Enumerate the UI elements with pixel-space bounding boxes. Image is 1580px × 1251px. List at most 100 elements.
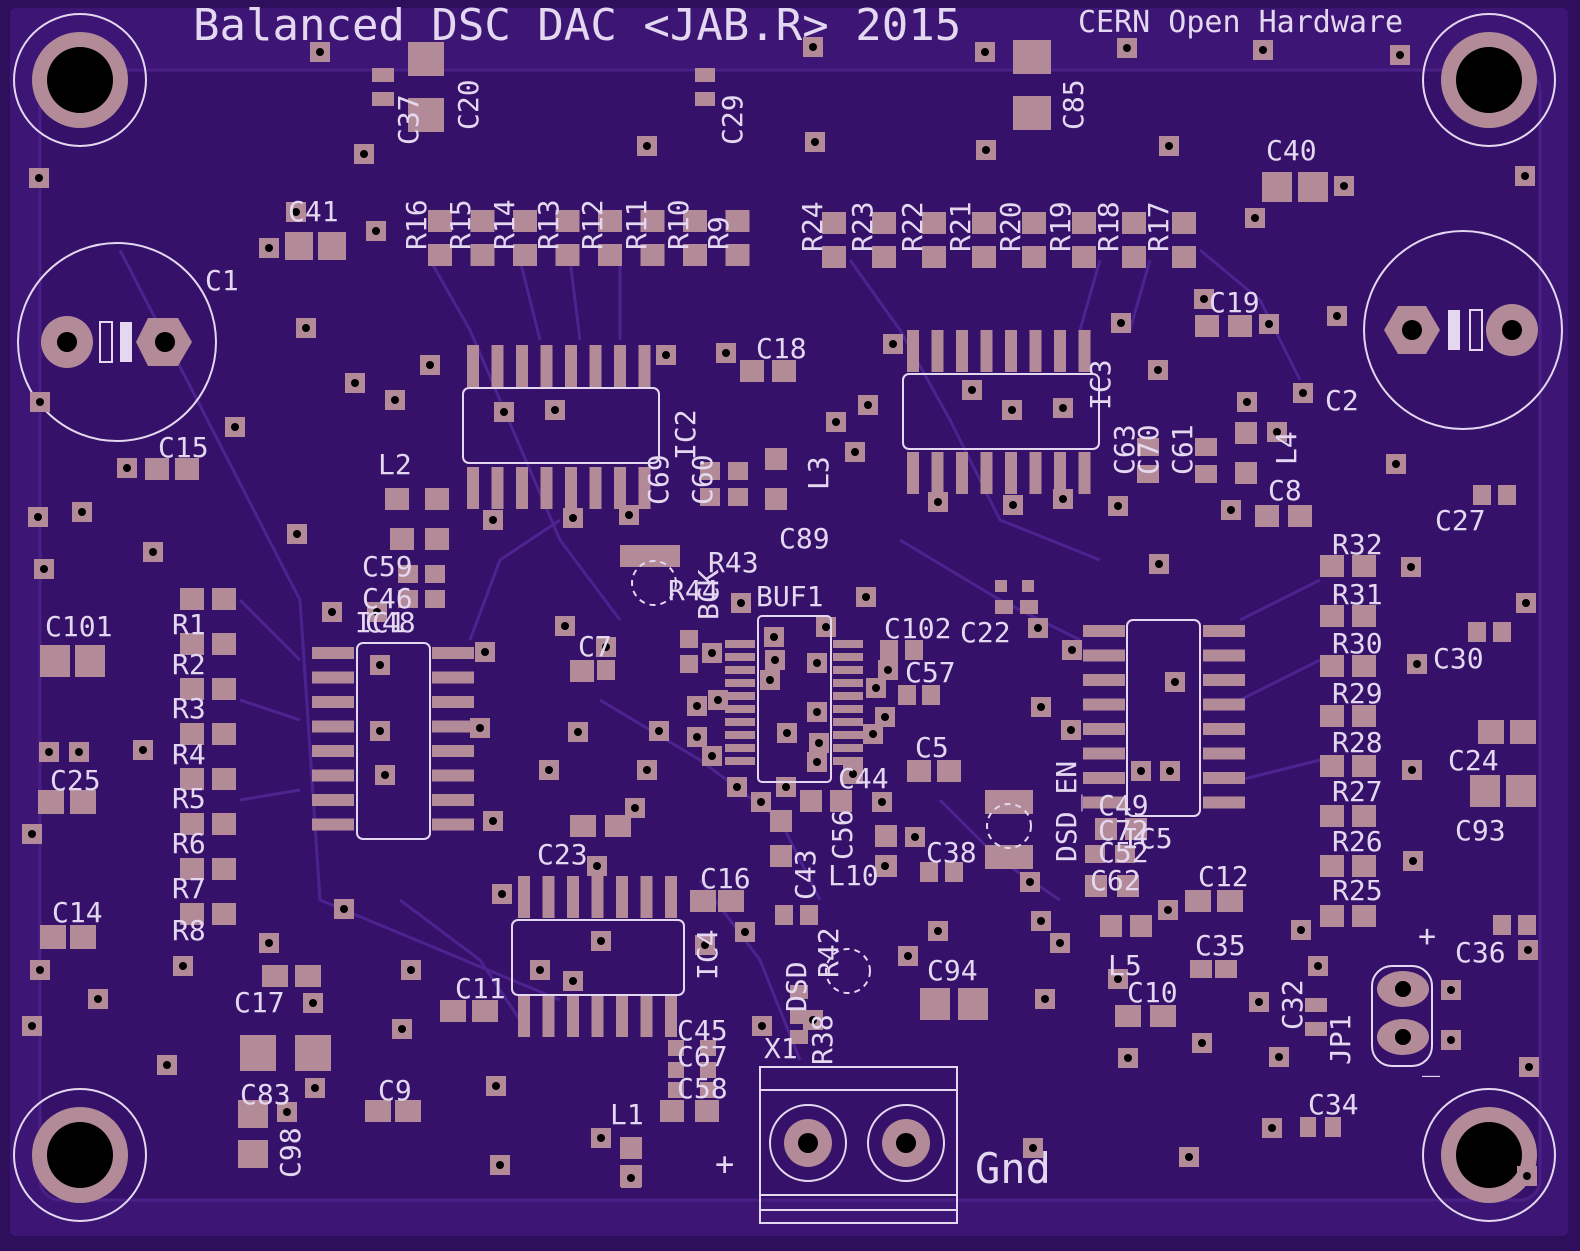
- jumper-jp1: [1371, 965, 1433, 1067]
- designator-r10: R10: [662, 199, 695, 250]
- designator-c59: C59: [362, 550, 413, 583]
- ic3-outline: [902, 373, 1100, 450]
- designator-c1: C1: [205, 264, 239, 297]
- test-points: [631, 560, 1032, 994]
- designator-r7: R7: [172, 872, 206, 905]
- designator-c34: C34: [1308, 1088, 1359, 1121]
- designator-r23: R23: [846, 201, 879, 252]
- designator-c23: C23: [537, 838, 588, 871]
- designator-c27: C27: [1435, 504, 1486, 537]
- designator-c20: C20: [452, 79, 485, 130]
- designator-r3: R3: [172, 692, 206, 725]
- designator-c98: C98: [274, 1127, 307, 1178]
- ic5-outline: [1126, 619, 1201, 817]
- designator-c41: C41: [288, 195, 339, 228]
- capacitor-c2: [1363, 230, 1563, 430]
- designator-c36: C36: [1455, 936, 1506, 969]
- designator-dsd_en: DSD_EN: [1050, 761, 1084, 862]
- designator-c12: C12: [1198, 860, 1249, 893]
- designator-c17: C17: [234, 986, 285, 1019]
- designator-r44: R44: [668, 574, 719, 607]
- designator-c30: C30: [1433, 642, 1484, 675]
- ic4-outline: [511, 919, 685, 996]
- designator-c11: C11: [455, 972, 506, 1005]
- designator-c9: C9: [378, 1074, 412, 1107]
- designator-r28: R28: [1332, 726, 1383, 759]
- designator-c35: C35: [1195, 929, 1246, 962]
- designator-c93: C93: [1455, 814, 1506, 847]
- vias: [22, 37, 1539, 1188]
- designator-c19: C19: [1209, 286, 1260, 319]
- designator-c18: C18: [756, 332, 807, 365]
- designator-c101: C101: [45, 610, 112, 643]
- designator-r16: R16: [400, 199, 433, 250]
- designator-r32: R32: [1332, 528, 1383, 561]
- designator-r31: R31: [1332, 578, 1383, 611]
- designator-c58: C58: [677, 1072, 728, 1105]
- designator-c57: C57: [905, 656, 956, 689]
- designator-ic1: IC1: [355, 606, 406, 639]
- board-title: Balanced DSC DAC <JAB.R> 2015: [193, 0, 961, 51]
- designator-r13: R13: [532, 199, 565, 250]
- designator-c83: C83: [240, 1078, 291, 1111]
- designator-c16: C16: [700, 862, 751, 895]
- designator-r38: R38: [806, 1014, 839, 1065]
- mounting-hole-top-left: [13, 13, 147, 147]
- ic1-outline: [356, 642, 431, 840]
- designator-r4: R4: [172, 738, 206, 771]
- designator-r2: R2: [172, 648, 206, 681]
- designator-c32: C32: [1276, 979, 1309, 1030]
- designator-r15: R15: [444, 199, 477, 250]
- designator-r17: R17: [1142, 201, 1175, 252]
- mounting-hole-top-right: [1422, 13, 1556, 147]
- designator-c70: C70: [1132, 424, 1165, 475]
- designator-c61: C61: [1166, 424, 1199, 475]
- designator-c72: C72: [1098, 814, 1149, 847]
- board-subtitle: CERN Open Hardware: [1078, 5, 1403, 40]
- designator-r24: R24: [796, 201, 829, 252]
- designator-c63: C63: [1108, 424, 1141, 475]
- designator-c69: C69: [642, 454, 675, 505]
- designator-c49: C49: [1098, 789, 1149, 822]
- designator-c44: C44: [838, 762, 889, 795]
- designator-ic5: IC5: [1122, 822, 1173, 855]
- designator-c8: C8: [1268, 474, 1302, 507]
- capacitor-c1: [17, 242, 217, 442]
- designator-c46: C46: [362, 582, 413, 615]
- designator-c22: C22: [960, 616, 1011, 649]
- designator-r42: R42: [812, 927, 845, 978]
- designator-dsd: DSD: [780, 961, 813, 1012]
- designator-c29: C29: [716, 94, 749, 145]
- designator-r19: R19: [1044, 201, 1077, 252]
- designator-l4: L4: [1270, 431, 1303, 465]
- ic-outlines: [356, 373, 1201, 996]
- designator-c15: C15: [158, 431, 209, 464]
- designator-c10: C10: [1127, 976, 1178, 1009]
- designator-r29: R29: [1332, 677, 1383, 710]
- designator-c7: C7: [578, 630, 612, 663]
- designator-c38: C38: [926, 836, 977, 869]
- designator-c2: C2: [1325, 384, 1359, 417]
- designator-c14: C14: [52, 896, 103, 929]
- jp1-label: JP1: [1324, 1014, 1357, 1065]
- designator-c60: C60: [686, 454, 719, 505]
- designator-l10: L10: [828, 859, 879, 892]
- designator-r18: R18: [1092, 201, 1125, 252]
- ic2-outline: [462, 387, 660, 464]
- mounting-holes: [13, 13, 1556, 1222]
- designator-r20: R20: [994, 201, 1027, 252]
- designator-r9: R9: [702, 216, 735, 250]
- designator-l5: L5: [1108, 949, 1142, 982]
- designator-c62: C62: [1090, 864, 1141, 897]
- designator-ic2: IC2: [669, 409, 702, 460]
- mounting-hole-bottom-left: [13, 1088, 147, 1222]
- smd-pads: [38, 40, 1536, 1187]
- designator-c85: C85: [1057, 79, 1090, 130]
- designator-r43: R43: [708, 546, 759, 579]
- designator-c102: C102: [884, 612, 951, 645]
- designator-r30: R30: [1332, 627, 1383, 660]
- buf1-outline: [757, 615, 832, 783]
- designator-r12: R12: [576, 199, 609, 250]
- designator-r14: R14: [488, 199, 521, 250]
- designator-r6: R6: [172, 827, 206, 860]
